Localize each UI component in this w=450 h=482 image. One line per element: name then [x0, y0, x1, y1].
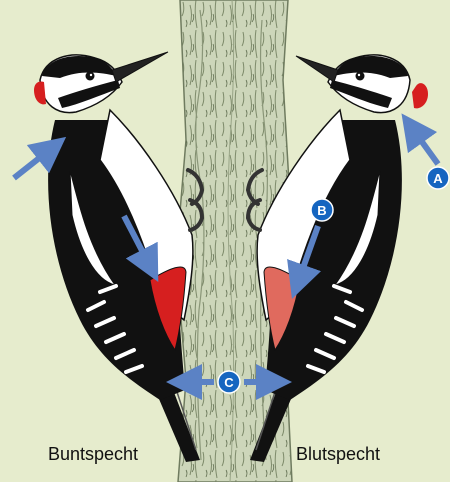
great-spotted-woodpecker-figure: [34, 52, 202, 462]
marker-c-label: C: [224, 375, 234, 390]
caption-right-bird: Blutspecht: [296, 445, 380, 463]
arrow-left-nape: [14, 148, 52, 178]
marker-c: C: [218, 371, 240, 393]
caption-left-bird: Buntspecht: [48, 445, 138, 463]
marker-b-label: B: [317, 203, 326, 218]
marker-a: A: [427, 167, 449, 189]
marker-b: B: [311, 199, 333, 221]
arrow-right-nape: [412, 128, 438, 164]
marker-a-label: A: [433, 171, 443, 186]
